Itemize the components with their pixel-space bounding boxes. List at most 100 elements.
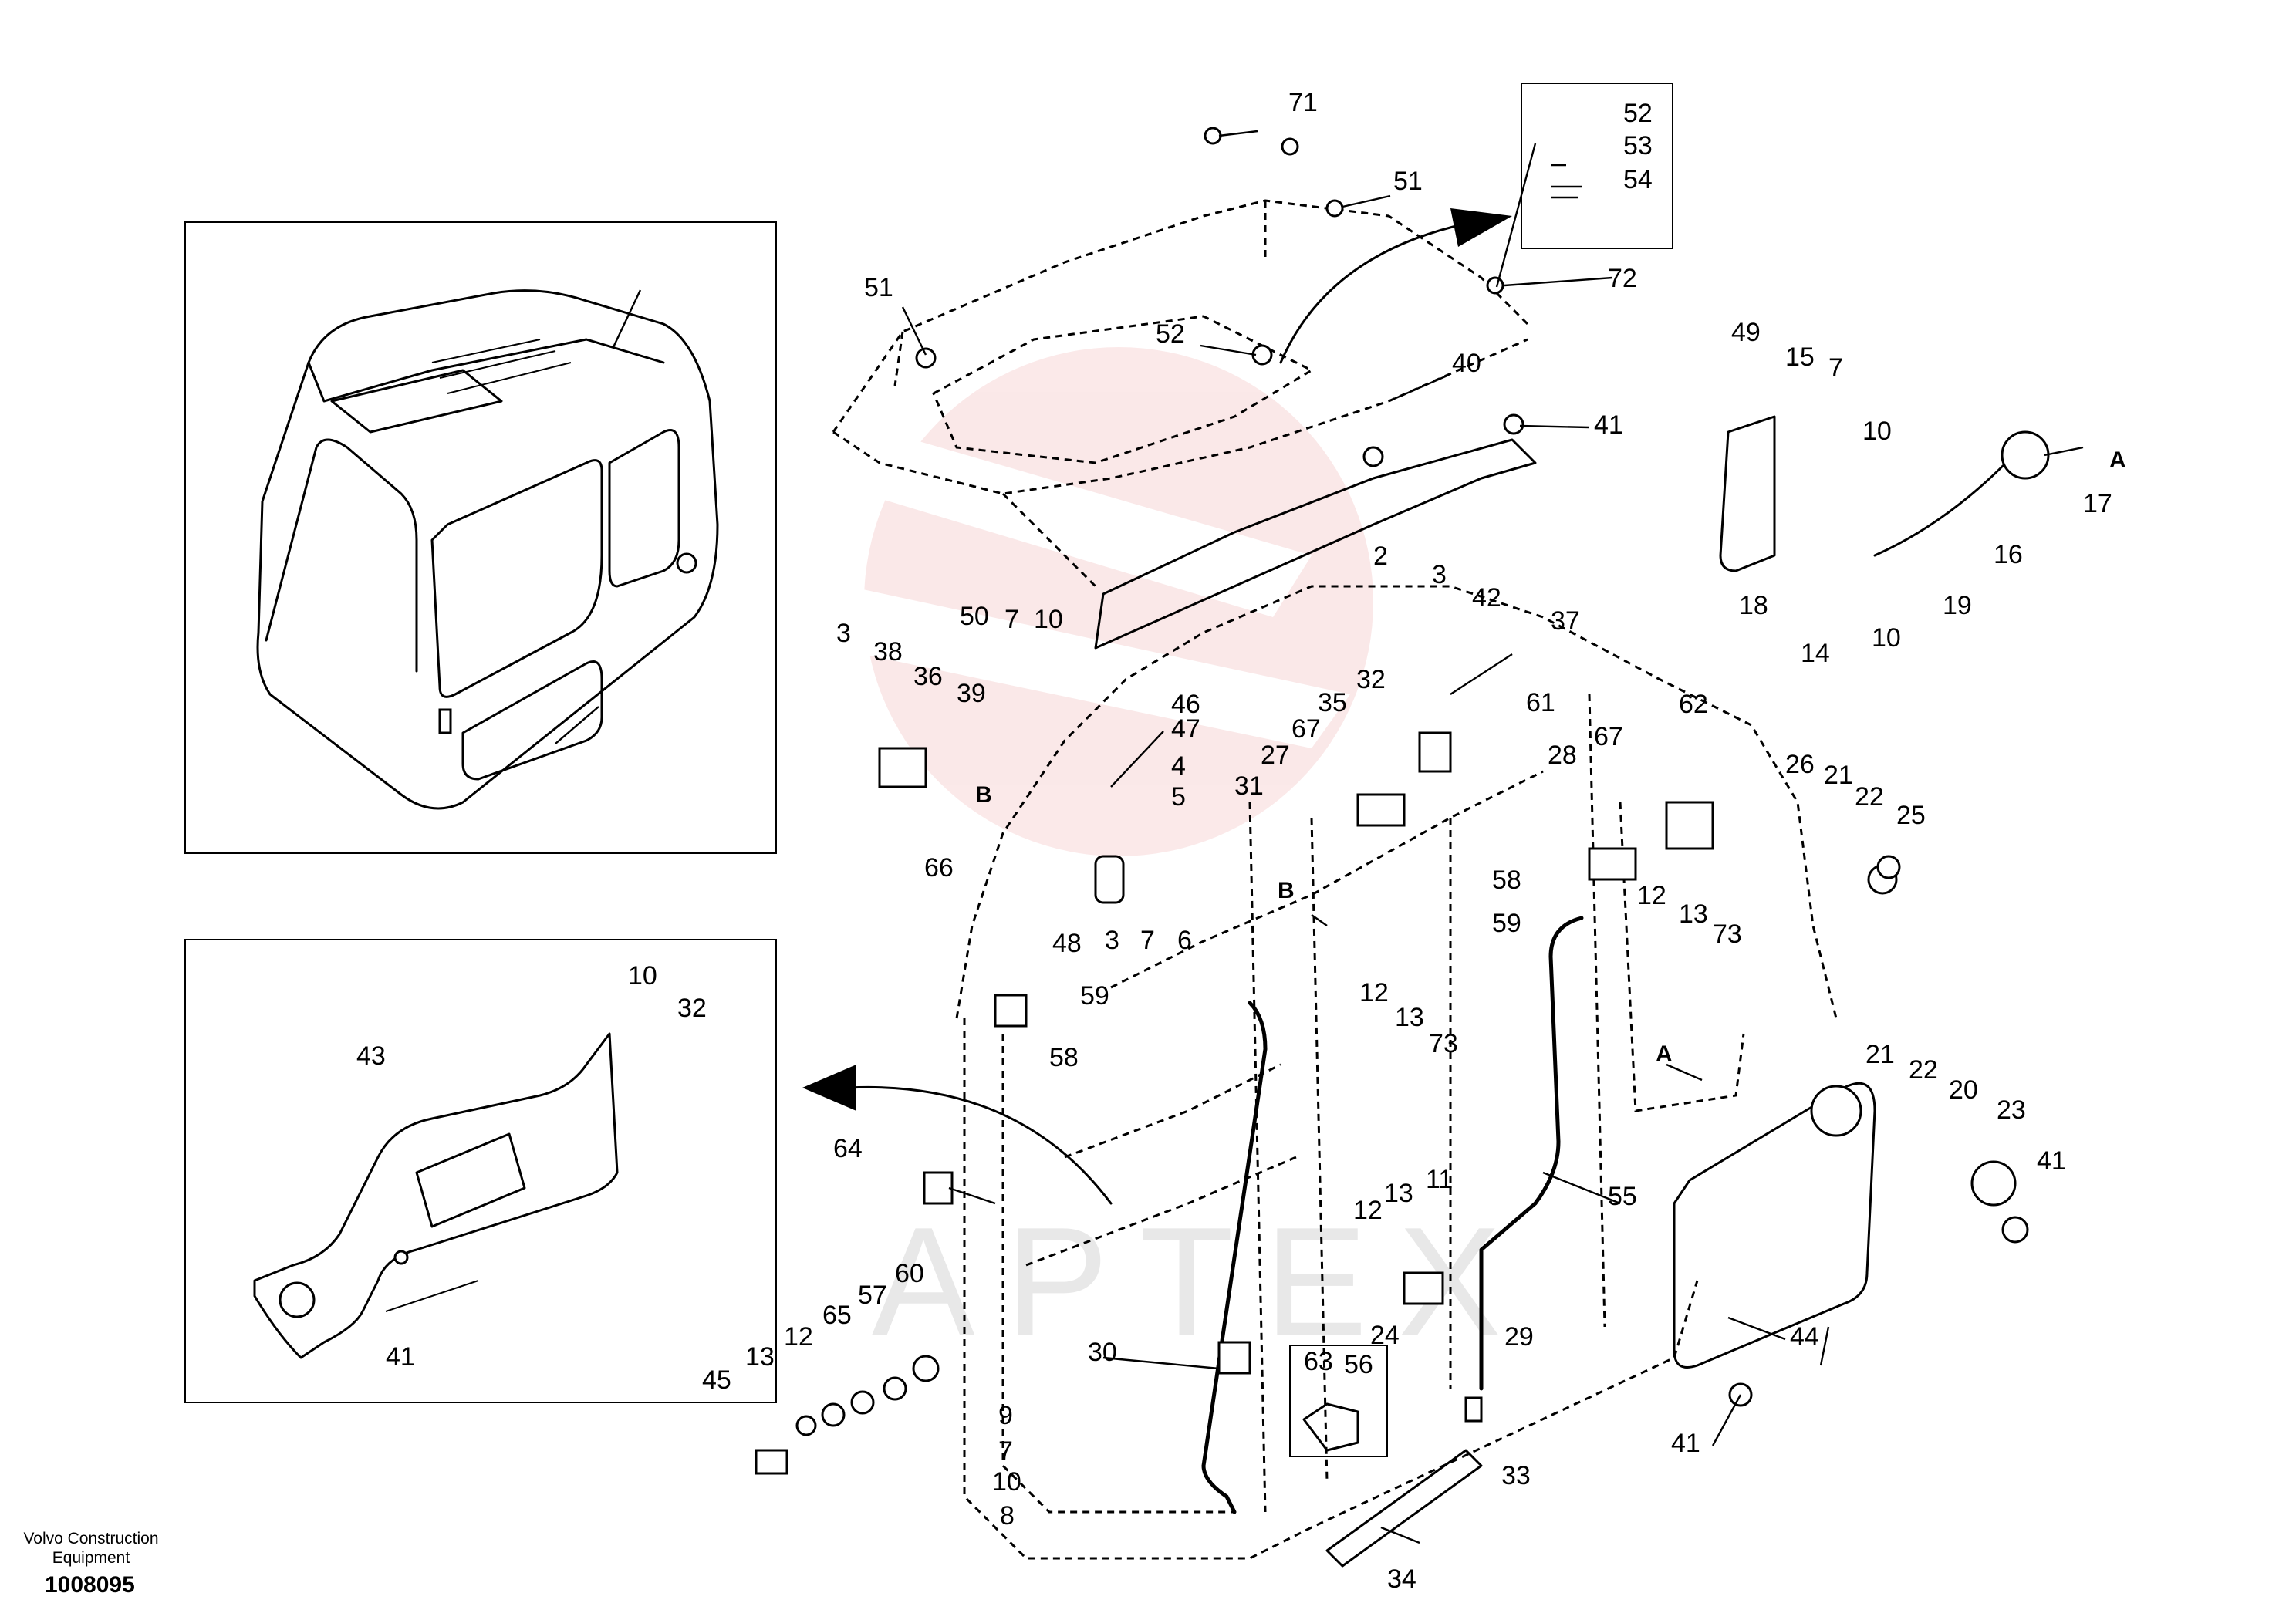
view-marker-b: B bbox=[975, 782, 992, 808]
inset-side-panel bbox=[184, 939, 777, 1403]
part-label: 22 bbox=[1855, 782, 1884, 812]
part-label: 67 bbox=[1594, 722, 1623, 751]
part-label: 41 bbox=[386, 1342, 415, 1372]
part-label: 48 bbox=[1052, 929, 1082, 958]
part-label: 43 bbox=[356, 1041, 386, 1071]
watermark-text: APTEX bbox=[872, 1196, 1532, 1368]
part-label: 16 bbox=[1994, 540, 2023, 569]
lock-cover bbox=[1719, 415, 1776, 572]
part-label: 54 bbox=[1623, 165, 1653, 194]
part-label: 19 bbox=[1943, 591, 1972, 620]
part-label: 3 bbox=[836, 619, 851, 648]
part-label: 15 bbox=[1785, 343, 1815, 372]
watermark-logo bbox=[833, 347, 1373, 856]
part-label: 12 bbox=[784, 1322, 813, 1352]
part-label: 12 bbox=[1359, 978, 1389, 1007]
part-label: 44 bbox=[1790, 1322, 1819, 1352]
part-label: 11 bbox=[1426, 1165, 1453, 1194]
part-label: 24 bbox=[1370, 1321, 1400, 1350]
part-label: 30 bbox=[1088, 1338, 1117, 1367]
rear-panel bbox=[1673, 1082, 1876, 1369]
part-label: 29 bbox=[1504, 1322, 1534, 1352]
part-label: 10 bbox=[1872, 623, 1901, 653]
handrail-rod bbox=[1201, 1001, 1268, 1514]
part-label: 5 bbox=[1171, 782, 1186, 812]
part-label: 26 bbox=[1785, 750, 1815, 779]
part-label: 73 bbox=[1713, 920, 1742, 949]
part-label: 71 bbox=[1288, 88, 1318, 117]
part-label: 52 bbox=[1156, 319, 1185, 349]
part-label: 27 bbox=[1261, 741, 1290, 770]
grab-rail-rod bbox=[1479, 916, 1584, 1391]
part-label: 31 bbox=[1234, 771, 1264, 801]
part-label: 33 bbox=[1501, 1461, 1531, 1490]
part-label: 7 bbox=[1004, 605, 1019, 634]
part-label: 2 bbox=[1373, 542, 1388, 571]
part-label: 47 bbox=[1171, 714, 1200, 744]
view-marker-a-2: A bbox=[1656, 1041, 1673, 1067]
part-label: 21 bbox=[1866, 1040, 1895, 1069]
part-label: 13 bbox=[1384, 1179, 1413, 1208]
cab-frame bbox=[955, 585, 1838, 1560]
part-label: 18 bbox=[1739, 591, 1768, 620]
part-label: 53 bbox=[1623, 131, 1653, 160]
inset-bracket-box bbox=[1289, 1345, 1388, 1457]
part-label: 21 bbox=[1824, 761, 1853, 790]
part-label: 13 bbox=[745, 1342, 775, 1372]
part-label: 32 bbox=[677, 994, 707, 1023]
part-label: 25 bbox=[1896, 801, 1926, 830]
part-label: 63 bbox=[1304, 1347, 1333, 1376]
view-marker-a: A bbox=[2109, 447, 2126, 473]
part-label: 7 bbox=[1828, 353, 1843, 383]
part-label: 59 bbox=[1080, 981, 1109, 1011]
part-label: 56 bbox=[1344, 1350, 1373, 1379]
part-label: 41 bbox=[2037, 1146, 2066, 1176]
part-label: 22 bbox=[1909, 1055, 1938, 1085]
part-label: 8 bbox=[1000, 1501, 1015, 1531]
part-label: 9 bbox=[998, 1401, 1013, 1430]
part-label: 7 bbox=[998, 1436, 1013, 1466]
part-label: 17 bbox=[2083, 489, 2112, 518]
curved-arrow-top bbox=[1279, 222, 1467, 364]
part-label: 3 bbox=[1105, 926, 1119, 955]
part-label: 45 bbox=[702, 1365, 731, 1395]
hardware-parts bbox=[755, 127, 2029, 1475]
part-label: 10 bbox=[628, 961, 657, 991]
part-label: 10 bbox=[992, 1467, 1021, 1497]
part-label: 46 bbox=[1171, 690, 1200, 719]
drawing-number: 1008095 bbox=[45, 1572, 135, 1598]
company-line-1: Volvo Construction bbox=[23, 1530, 159, 1547]
part-labels: 71 51 52 53 54 72 51 52 40 41 49 15 7 10… bbox=[356, 88, 2112, 1594]
part-label: 72 bbox=[1608, 264, 1637, 293]
part-label: 7 bbox=[1140, 926, 1155, 955]
part-label: 13 bbox=[1395, 1003, 1424, 1032]
lock-cable bbox=[1873, 461, 2007, 557]
part-label: 55 bbox=[1608, 1182, 1637, 1211]
part-label: 3 bbox=[1432, 560, 1447, 589]
part-label: 49 bbox=[1731, 318, 1761, 347]
part-label: 28 bbox=[1548, 741, 1577, 770]
part-label: 10 bbox=[1034, 605, 1063, 634]
part-label: 32 bbox=[1356, 665, 1386, 694]
part-label: 36 bbox=[913, 662, 943, 691]
part-label: 59 bbox=[1492, 909, 1521, 938]
inset-bolt-box bbox=[1521, 83, 1673, 249]
part-label: 10 bbox=[1862, 417, 1892, 446]
part-label: 37 bbox=[1551, 606, 1580, 636]
part-label: 12 bbox=[1637, 881, 1666, 910]
part-label: 14 bbox=[1801, 639, 1830, 668]
part-label: 6 bbox=[1177, 926, 1192, 955]
part-label: 51 bbox=[1393, 167, 1423, 196]
part-label: 34 bbox=[1387, 1564, 1416, 1594]
part-label: 62 bbox=[1679, 690, 1708, 719]
rain-gutter-part bbox=[1094, 438, 1537, 650]
part-label: 40 bbox=[1452, 349, 1481, 378]
part-label: 73 bbox=[1429, 1029, 1458, 1058]
step-plate bbox=[1325, 1449, 1483, 1568]
part-label: 58 bbox=[1049, 1043, 1079, 1072]
part-label: 66 bbox=[924, 853, 954, 883]
part-label: 42 bbox=[1472, 583, 1501, 613]
part-label: 12 bbox=[1353, 1196, 1383, 1225]
part-label: 41 bbox=[1594, 410, 1623, 440]
